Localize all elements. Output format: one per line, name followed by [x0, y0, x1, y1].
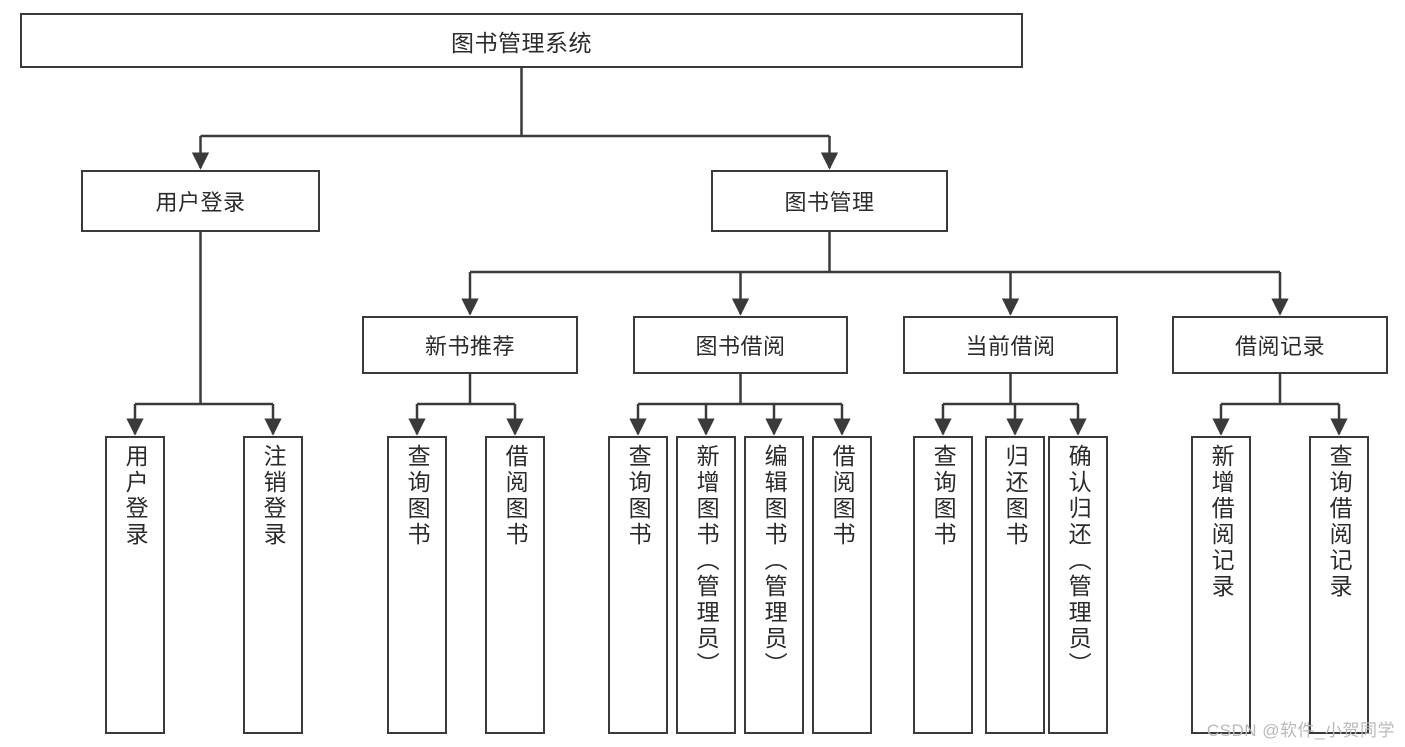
node-book-borrow-label: 图书借阅 [695, 334, 786, 359]
watermark: CSDN @软件_小贺同学 [1206, 721, 1395, 740]
node-leaf-user-login-label: 用户登录 [122, 444, 149, 548]
node-leaf-confirm-return-label: 确认归还（管理员） [1065, 444, 1092, 678]
node-leaf-query-book-1-label: 查询图书 [404, 444, 431, 548]
node-leaf-query-book-3-label: 查询图书 [930, 444, 957, 548]
node-leaf-add-record-label: 新增借阅记录 [1208, 444, 1235, 600]
node-leaf-add-book[interactable]: 新增图书（管理员） [676, 436, 736, 734]
node-current-borrow-label: 当前借阅 [965, 334, 1056, 359]
node-leaf-user-login[interactable]: 用户登录 [105, 436, 165, 734]
node-leaf-add-book-label: 新增图书（管理员） [693, 444, 720, 678]
node-root[interactable]: 图书管理系统 [20, 13, 1023, 68]
node-leaf-query-book-3[interactable]: 查询图书 [913, 436, 973, 734]
node-new-book-recommend[interactable]: 新书推荐 [362, 316, 578, 374]
node-leaf-confirm-return[interactable]: 确认归还（管理员） [1048, 436, 1108, 734]
node-current-borrow[interactable]: 当前借阅 [903, 316, 1118, 374]
node-leaf-borrow-book-2[interactable]: 借阅图书 [812, 436, 872, 734]
node-leaf-edit-book[interactable]: 编辑图书（管理员） [744, 436, 804, 734]
node-leaf-borrow-book-1-label: 借阅图书 [502, 444, 529, 548]
node-leaf-query-book-1[interactable]: 查询图书 [387, 436, 447, 734]
node-leaf-borrow-book-2-label: 借阅图书 [829, 444, 856, 548]
node-leaf-borrow-book-1[interactable]: 借阅图书 [485, 436, 545, 734]
node-leaf-logout-label: 注销登录 [260, 444, 287, 548]
node-leaf-return-book[interactable]: 归还图书 [985, 436, 1045, 734]
node-borrow-record-label: 借阅记录 [1234, 334, 1325, 359]
node-leaf-edit-book-label: 编辑图书（管理员） [761, 444, 788, 678]
node-user-login-label: 用户登录 [155, 190, 246, 215]
node-root-label: 图书管理系统 [451, 29, 592, 56]
node-leaf-logout[interactable]: 注销登录 [243, 436, 303, 734]
node-borrow-record[interactable]: 借阅记录 [1172, 316, 1388, 374]
node-book-manage-label: 图书管理 [784, 190, 875, 215]
node-leaf-add-record[interactable]: 新增借阅记录 [1191, 436, 1251, 734]
node-book-borrow[interactable]: 图书借阅 [633, 316, 848, 374]
node-leaf-query-record-label: 查询借阅记录 [1326, 444, 1353, 600]
node-leaf-query-record[interactable]: 查询借阅记录 [1309, 436, 1369, 734]
node-leaf-query-book-2-label: 查询图书 [625, 444, 652, 548]
node-new-book-recommend-label: 新书推荐 [424, 334, 515, 359]
node-leaf-return-book-label: 归还图书 [1002, 444, 1029, 548]
node-book-manage[interactable]: 图书管理 [711, 170, 948, 232]
node-leaf-query-book-2[interactable]: 查询图书 [608, 436, 668, 734]
node-user-login[interactable]: 用户登录 [81, 170, 320, 232]
